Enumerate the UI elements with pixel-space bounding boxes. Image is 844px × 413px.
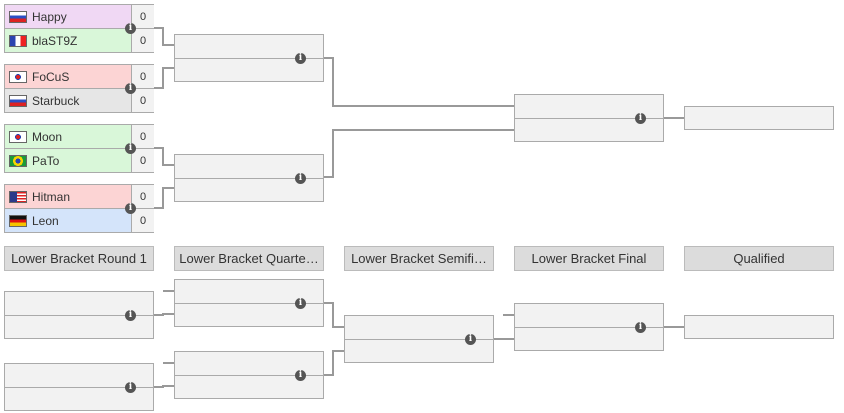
qualified-slot-upper[interactable] (684, 106, 834, 130)
lower-semi-match[interactable]: i (344, 315, 494, 363)
player-score: 0 (131, 125, 154, 148)
player-score: 0 (131, 89, 154, 112)
player-name: Moon (32, 129, 63, 144)
slot-divider (175, 303, 323, 304)
usa-flag-icon (9, 190, 27, 203)
player-score: 0 (131, 29, 154, 52)
germany-flag-icon (9, 214, 27, 227)
slot-divider (5, 315, 153, 316)
header-qualified: Qualified (684, 246, 834, 271)
player-row: blaST9Z (5, 29, 131, 52)
slot-divider (175, 58, 323, 59)
slot-divider (5, 28, 153, 29)
player-score: 0 (131, 209, 154, 232)
player-name: blaST9Z (32, 33, 78, 48)
qualified-slot-lower[interactable] (684, 315, 834, 339)
player-name: PaTo (32, 153, 60, 168)
info-icon[interactable]: i (125, 310, 136, 321)
slot-divider (175, 375, 323, 376)
info-icon[interactable]: i (635, 113, 646, 124)
lower-r1-match-2[interactable]: i (4, 363, 154, 411)
player-name: Happy (32, 9, 67, 24)
upper-r1-match-2[interactable]: FoCuS 0 Starbuck 0 i (4, 64, 154, 113)
slot-divider (175, 178, 323, 179)
header-lower-final: Lower Bracket Final (514, 246, 664, 271)
player-name: Starbuck (32, 93, 80, 108)
upper-r1-match-4[interactable]: Hitman 0 Leon 0 i (4, 184, 154, 233)
france-flag-icon (9, 34, 27, 47)
slot-divider (515, 118, 663, 119)
info-icon[interactable]: i (295, 173, 306, 184)
player-score: 0 (131, 185, 154, 208)
upper-r1-match-3[interactable]: Moon 0 PaTo 0 i (4, 124, 154, 173)
info-icon[interactable]: i (125, 23, 136, 34)
slot-divider (515, 327, 663, 328)
upper-final-match[interactable]: i (514, 94, 664, 142)
russia-flag-icon (9, 10, 27, 23)
lower-quarter-match-1[interactable]: i (174, 279, 324, 327)
lower-r1-match-1[interactable]: i (4, 291, 154, 339)
slot-divider (5, 387, 153, 388)
slot-divider (5, 148, 153, 149)
russia-flag-icon (9, 94, 27, 107)
brazil-flag-icon (9, 154, 27, 167)
info-icon[interactable]: i (295, 298, 306, 309)
info-icon[interactable]: i (125, 203, 136, 214)
slot-divider (5, 88, 153, 89)
info-icon[interactable]: i (295, 370, 306, 381)
slot-divider (345, 339, 493, 340)
player-row: Happy (5, 5, 131, 28)
info-icon[interactable]: i (295, 53, 306, 64)
upper-semi-match-2[interactable]: i (174, 154, 324, 202)
header-lower-quarterfinals: Lower Bracket Quarte… (174, 246, 324, 271)
player-score: 0 (131, 65, 154, 88)
header-lower-semifinals: Lower Bracket Semifi… (344, 246, 494, 271)
player-name: Leon (32, 213, 59, 228)
player-row: Hitman (5, 185, 131, 208)
upper-semi-match-1[interactable]: i (174, 34, 324, 82)
player-row: FoCuS (5, 65, 131, 88)
info-icon[interactable]: i (465, 334, 476, 345)
player-name: FoCuS (32, 69, 70, 84)
slot-divider (5, 208, 153, 209)
info-icon[interactable]: i (125, 143, 136, 154)
lower-final-match[interactable]: i (514, 303, 664, 351)
lower-quarter-match-2[interactable]: i (174, 351, 324, 399)
player-row: PaTo (5, 149, 131, 172)
player-name: Hitman (32, 189, 71, 204)
info-icon[interactable]: i (125, 382, 136, 393)
info-icon[interactable]: i (635, 322, 646, 333)
south-korea-flag-icon (9, 130, 27, 143)
info-icon[interactable]: i (125, 83, 136, 94)
player-score: 0 (131, 149, 154, 172)
player-row: Leon (5, 209, 131, 232)
player-row: Starbuck (5, 89, 131, 112)
player-row: Moon (5, 125, 131, 148)
south-korea-flag-icon (9, 70, 27, 83)
header-lower-round-1: Lower Bracket Round 1 (4, 246, 154, 271)
upper-r1-match-1[interactable]: Happy 0 blaST9Z 0 i (4, 4, 154, 53)
player-score: 0 (131, 5, 154, 28)
